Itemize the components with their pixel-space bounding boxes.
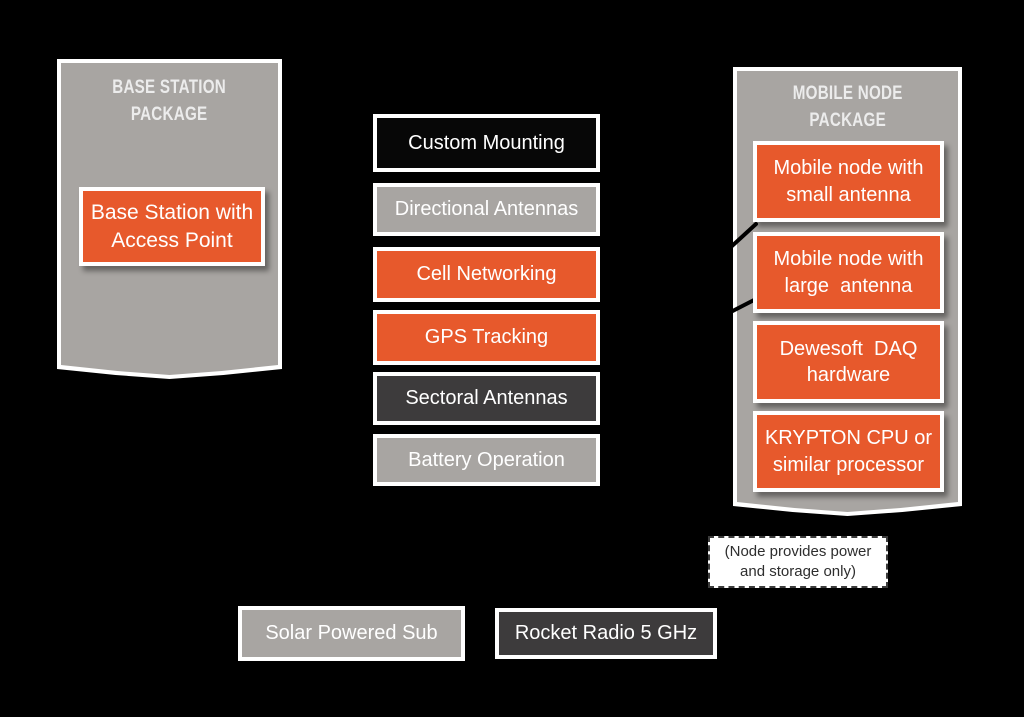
box-label: Custom Mounting <box>408 131 565 154</box>
box-label: Directional Antennas <box>394 198 579 221</box>
krypton-cpu-box: KRYPTON CPU or similar processor <box>753 411 944 492</box>
box-label: Battery Operation <box>408 448 565 471</box>
box-label: Rocket Radio 5 GHz <box>514 622 698 645</box>
base-station-package-panel: BASE STATION PACKAGE Base Station with A… <box>57 59 282 379</box>
dewesoft-daq-hardware-box: Dewesoft DAQ hardware <box>753 321 944 403</box>
base-station-access-point-box: Base Station with Access Point <box>79 187 265 266</box>
custom-mounting-box: Custom Mounting <box>373 114 600 172</box>
note-label: (Node provides power and storage only) <box>724 542 872 580</box>
gps-tracking-box: GPS Tracking <box>373 310 600 365</box>
box-label: Mobile node with large antenna <box>773 248 924 297</box>
box-label: KRYPTON CPU or similar processor <box>764 427 933 476</box>
sectoral-antennas-box: Sectoral Antennas <box>373 372 600 425</box>
base-station-package-title: BASE STATION PACKAGE <box>112 77 227 125</box>
mobile-node-package-title: MOBILE NODE PACKAGE <box>792 83 903 131</box>
mobile-node-large-antenna-box: Mobile node with large antenna <box>753 232 944 313</box>
directional-antennas-box: Directional Antennas <box>373 183 600 236</box>
box-label: GPS Tracking <box>424 326 549 349</box>
battery-operation-box: Battery Operation <box>373 434 600 486</box>
node-power-storage-note: (Node provides power and storage only) <box>708 536 888 588</box>
box-label: Cell Networking <box>416 263 557 286</box>
box-label: Sectoral Antennas <box>405 387 568 410</box>
box-label: Mobile node with small antenna <box>773 157 924 206</box>
box-label: Base Station with Access Point <box>90 200 254 252</box>
box-label: Dewesoft DAQ hardware <box>779 337 918 386</box>
rocket-radio-box: Rocket Radio 5 GHz <box>495 608 717 659</box>
cell-networking-box: Cell Networking <box>373 247 600 302</box>
box-label: Solar Powered Sub <box>265 622 438 645</box>
mobile-node-small-antenna-box: Mobile node with small antenna <box>753 141 944 222</box>
solar-powered-sub-box: Solar Powered Sub <box>238 606 465 661</box>
